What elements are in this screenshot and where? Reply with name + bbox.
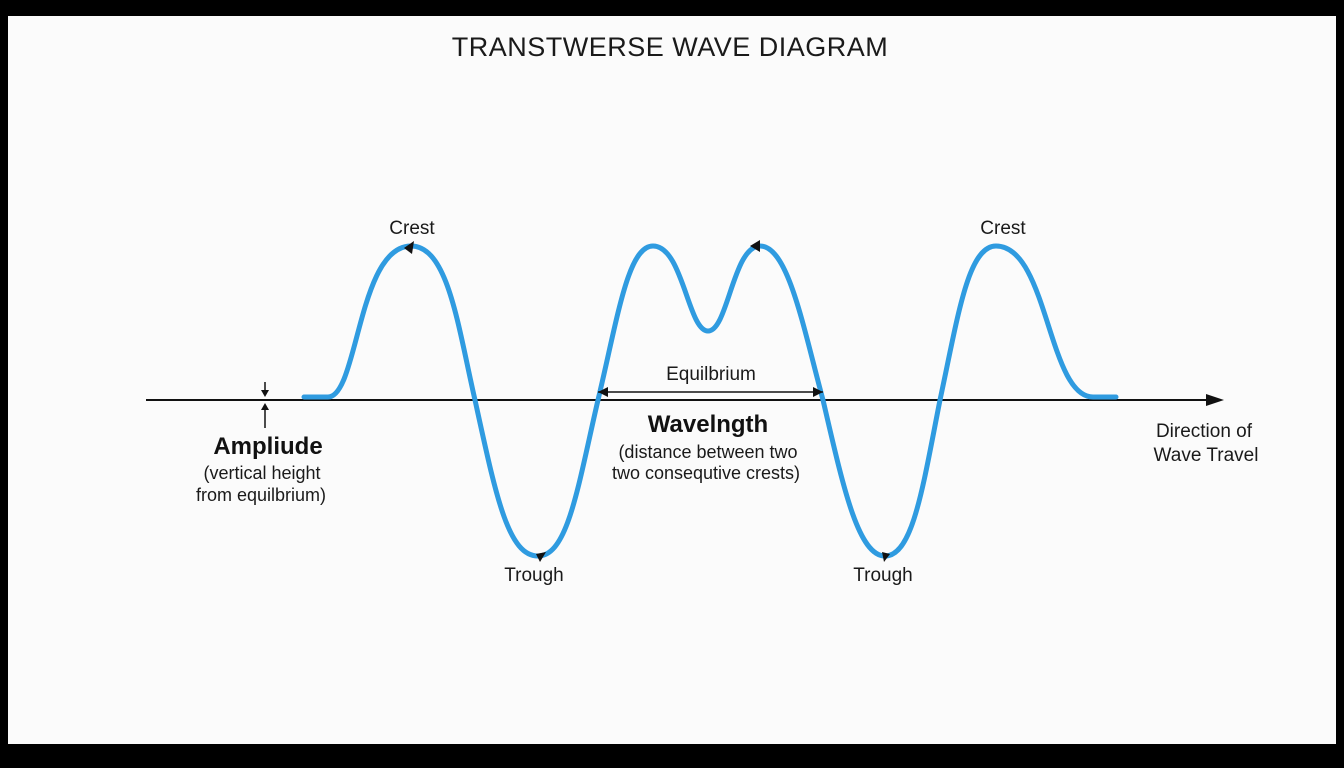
- crest-label-left: Crest: [389, 218, 435, 239]
- amplitude-note-line-1: (vertical height: [203, 463, 320, 483]
- equilibrium-label: Equilbrium: [666, 364, 756, 385]
- crest-label-right: Crest: [980, 218, 1026, 239]
- wavelength-label: Wavelngth: [648, 411, 768, 438]
- amplitude-arrow-top-head: [261, 390, 269, 397]
- direction-arrow-head: [1206, 394, 1224, 406]
- crest-marker-left: [404, 241, 414, 254]
- trough-label-right: Trough: [853, 565, 913, 586]
- diagram-canvas: TRANSTWERSE WAVE DIAGRAM Crest Crest Tro…: [8, 16, 1336, 744]
- wavelength-note-line-1: (distance between two: [618, 442, 797, 462]
- wavelength-note-line-2: two consequtive crests): [612, 463, 800, 483]
- amplitude-note-line-2: from equilbrium): [196, 485, 326, 505]
- amplitude-label: Ampliude: [213, 433, 322, 460]
- crest-marker-middle: [750, 240, 760, 252]
- transverse-wave-curve: [301, 243, 1119, 559]
- direction-label-line-2: Wave Travel: [1154, 445, 1259, 466]
- trough-marker-left: [536, 552, 546, 562]
- diagram-title: TRANSTWERSE WAVE DIAGRAM: [452, 32, 889, 62]
- wavelength-arrow-right-head: [813, 387, 823, 397]
- wave-diagram: TRANSTWERSE WAVE DIAGRAM Crest Crest Tro…: [146, 32, 1259, 586]
- wavelength-arrow-left-head: [598, 387, 608, 397]
- trough-label-left: Trough: [504, 565, 564, 586]
- direction-label-line-1: Direction of: [1156, 421, 1253, 442]
- amplitude-arrow-bottom-head: [261, 403, 269, 410]
- trough-marker-right: [882, 552, 890, 562]
